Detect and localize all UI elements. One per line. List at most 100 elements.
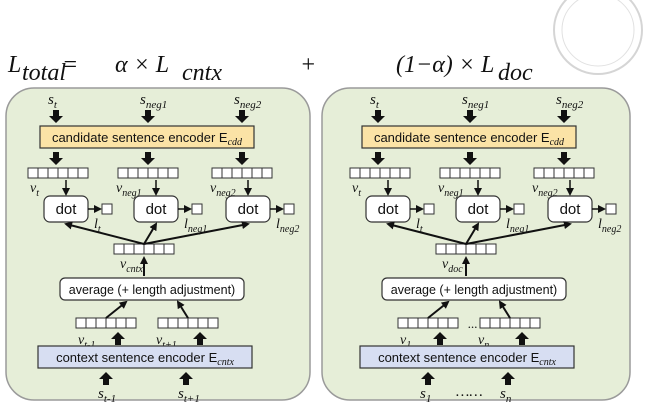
encoder-up-arrow: [515, 332, 529, 345]
vector-cell: [349, 167, 361, 179]
candidate-vector-label: vt: [30, 181, 39, 199]
vector-cell: [397, 317, 409, 329]
top-input-arrow: [557, 110, 571, 123]
candidate-encoder: candidate sentence encoder Ecdd: [361, 125, 577, 149]
average-label: average (+ length adjustment): [391, 283, 557, 297]
candidate-encoder-box: [361, 125, 577, 149]
context-encoder-label: context sentence encoder Ecntx: [378, 350, 556, 368]
dot-label: dot: [238, 201, 260, 218]
top-input-arrow: [463, 110, 477, 123]
vector-cell: [509, 317, 521, 329]
vector-cell: [439, 167, 451, 179]
vector-cell: [47, 167, 59, 179]
vector-cell: [529, 317, 541, 329]
vector-cell: [113, 243, 125, 255]
average-label: average (+ length adjustment): [69, 283, 235, 297]
encoder-output-arrow: [141, 152, 155, 165]
candidate-encoder: candidate sentence encoder Ecdd: [39, 125, 255, 149]
vector-cell: [563, 167, 575, 179]
candidate-encoder-label: candidate sentence encoder Ecdd: [52, 130, 243, 148]
vector-cell: [459, 167, 471, 179]
context-encoder-box: [359, 345, 575, 369]
vector-cell: [479, 167, 491, 179]
vector-cell: [117, 167, 129, 179]
encoder-output-arrow: [371, 152, 385, 165]
vector-cell: [533, 167, 545, 179]
candidate-vector: [211, 167, 273, 179]
dot-label: dot: [56, 201, 78, 218]
context-to-dot-arrow: [143, 221, 250, 245]
vector-cell: [469, 167, 481, 179]
vector-to-average-arrow: [427, 300, 450, 319]
vector-cell: [449, 167, 461, 179]
candidate-vector: [439, 167, 501, 179]
encoder-output-arrow: [235, 152, 249, 165]
vector-cell: [167, 317, 179, 329]
bottom-input-arrow: [501, 372, 515, 385]
vector-cell: [143, 243, 155, 255]
vector-cell: [231, 167, 243, 179]
context-encoder-label: context sentence encoder Ecntx: [56, 350, 234, 368]
vector-cell: [369, 167, 381, 179]
encoder-output-arrow: [557, 152, 571, 165]
score-cell: [101, 203, 113, 215]
vector-cell: [427, 317, 439, 329]
vector-cell: [37, 167, 49, 179]
vector-cell: [221, 167, 233, 179]
context-sentence-vector: [479, 317, 541, 329]
encoder-up-arrow: [193, 332, 207, 345]
context-to-dot-arrow: [386, 221, 467, 245]
context-sentence-vector: [75, 317, 137, 329]
vector-cell: [519, 317, 531, 329]
formula-term2-sub: doc: [498, 60, 533, 86]
vector-cell: [105, 317, 117, 329]
formula-eq: =: [62, 52, 78, 78]
vector-cell: [489, 317, 501, 329]
vector-cell: [573, 167, 585, 179]
vector-cell: [475, 243, 487, 255]
top-input-arrow: [49, 110, 63, 123]
vector-cell: [251, 167, 263, 179]
vector-cell: [157, 167, 169, 179]
average-box: [59, 277, 245, 301]
vector-cell: [57, 167, 69, 179]
vector-cell: [133, 243, 145, 255]
vector-cell: [447, 317, 459, 329]
context-to-dot-arrow: [465, 222, 480, 245]
formula-term1-sub: cntx: [182, 60, 222, 86]
score-cell: [191, 203, 203, 215]
dot-label: dot: [146, 201, 168, 218]
vector-cell: [163, 243, 175, 255]
vector-cell: [437, 317, 449, 329]
context-to-dot-arrow: [64, 221, 145, 245]
candidate-vector: [117, 167, 179, 179]
vector-cell: [27, 167, 39, 179]
seal-watermark: [553, 0, 643, 75]
vector-cell: [157, 317, 169, 329]
vector-cell: [177, 317, 189, 329]
input-ellipsis: ……: [456, 384, 483, 400]
context-to-dot-arrow: [143, 222, 158, 245]
bottom-input-label: sn: [500, 386, 512, 404]
average-box: [381, 277, 567, 301]
formula-plus: +: [300, 52, 316, 78]
vector-cell: [359, 167, 371, 179]
formula-lhs-sub: total: [22, 60, 66, 86]
context-encoder-box: [37, 345, 253, 369]
score-label: lt: [94, 217, 101, 235]
candidate-vector: [27, 167, 89, 179]
vector-cell: [125, 317, 137, 329]
candidate-vector: [533, 167, 595, 179]
vector-to-average-arrow: [498, 300, 511, 319]
formula-term1: α × L: [115, 52, 169, 78]
vector-cell: [187, 317, 199, 329]
vector-cell: [553, 167, 565, 179]
vector-cell: [417, 317, 429, 329]
vector-cell: [153, 243, 165, 255]
vector-cell: [479, 317, 491, 329]
vector-cell: [379, 167, 391, 179]
encoder-up-arrow: [111, 332, 125, 345]
vector-cell: [389, 167, 401, 179]
